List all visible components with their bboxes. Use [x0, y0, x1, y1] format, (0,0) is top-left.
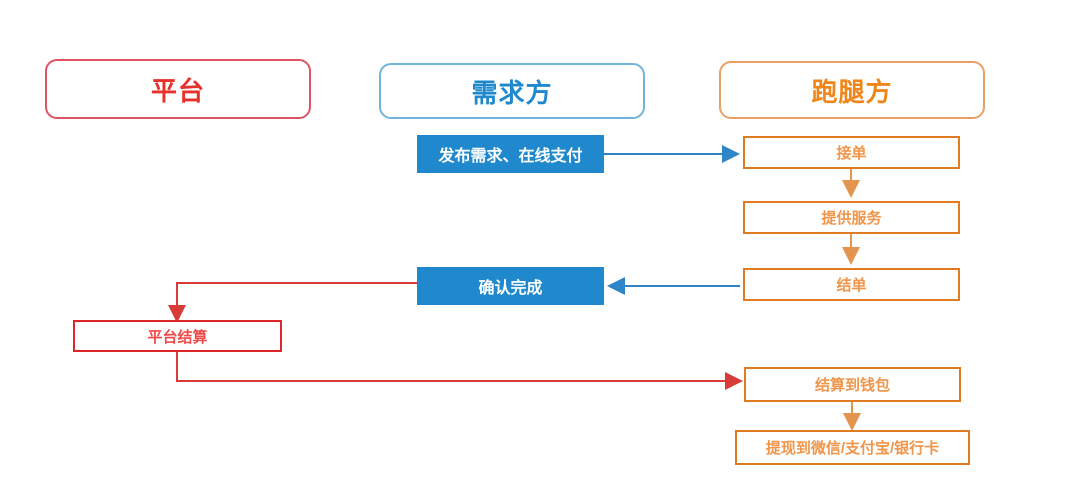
node-confirm-done[interactable]: 确认完成 [417, 267, 604, 305]
node-accept-order[interactable]: 接单 [743, 136, 960, 169]
node-confirm-done-label: 确认完成 [478, 280, 543, 297]
node-provide-service-label: 提供服务 [821, 210, 882, 227]
lane-header-platform[interactable]: 平台 [45, 59, 311, 119]
edge-confirm-to-settle [168, 282, 417, 323]
node-accept-order-label: 接单 [836, 145, 867, 162]
node-settle-to-wallet-label: 结算到钱包 [814, 377, 890, 394]
node-withdraw[interactable]: 提现到微信/支付宝/银行卡 [735, 430, 970, 465]
node-close-order[interactable]: 结单 [743, 268, 960, 301]
node-close-order-label: 结单 [836, 277, 867, 294]
lane-header-demander-label: 需求方 [471, 77, 553, 108]
node-provide-service[interactable]: 提供服务 [743, 201, 960, 234]
node-publish-pay-label: 发布需求、在线支付 [438, 148, 583, 165]
edge-settle-to-wallet [176, 352, 743, 390]
node-platform-settle[interactable]: 平台结算 [73, 320, 282, 352]
node-publish-pay[interactable]: 发布需求、在线支付 [417, 135, 604, 173]
lane-header-runner[interactable]: 跑腿方 [719, 61, 985, 119]
node-settle-to-wallet[interactable]: 结算到钱包 [744, 367, 961, 402]
lane-header-demander[interactable]: 需求方 [379, 63, 645, 119]
node-withdraw-label: 提现到微信/支付宝/银行卡 [765, 440, 940, 457]
lane-header-platform-label: 平台 [150, 75, 205, 106]
node-platform-settle-label: 平台结算 [147, 328, 208, 346]
lane-header-runner-label: 跑腿方 [811, 76, 893, 107]
